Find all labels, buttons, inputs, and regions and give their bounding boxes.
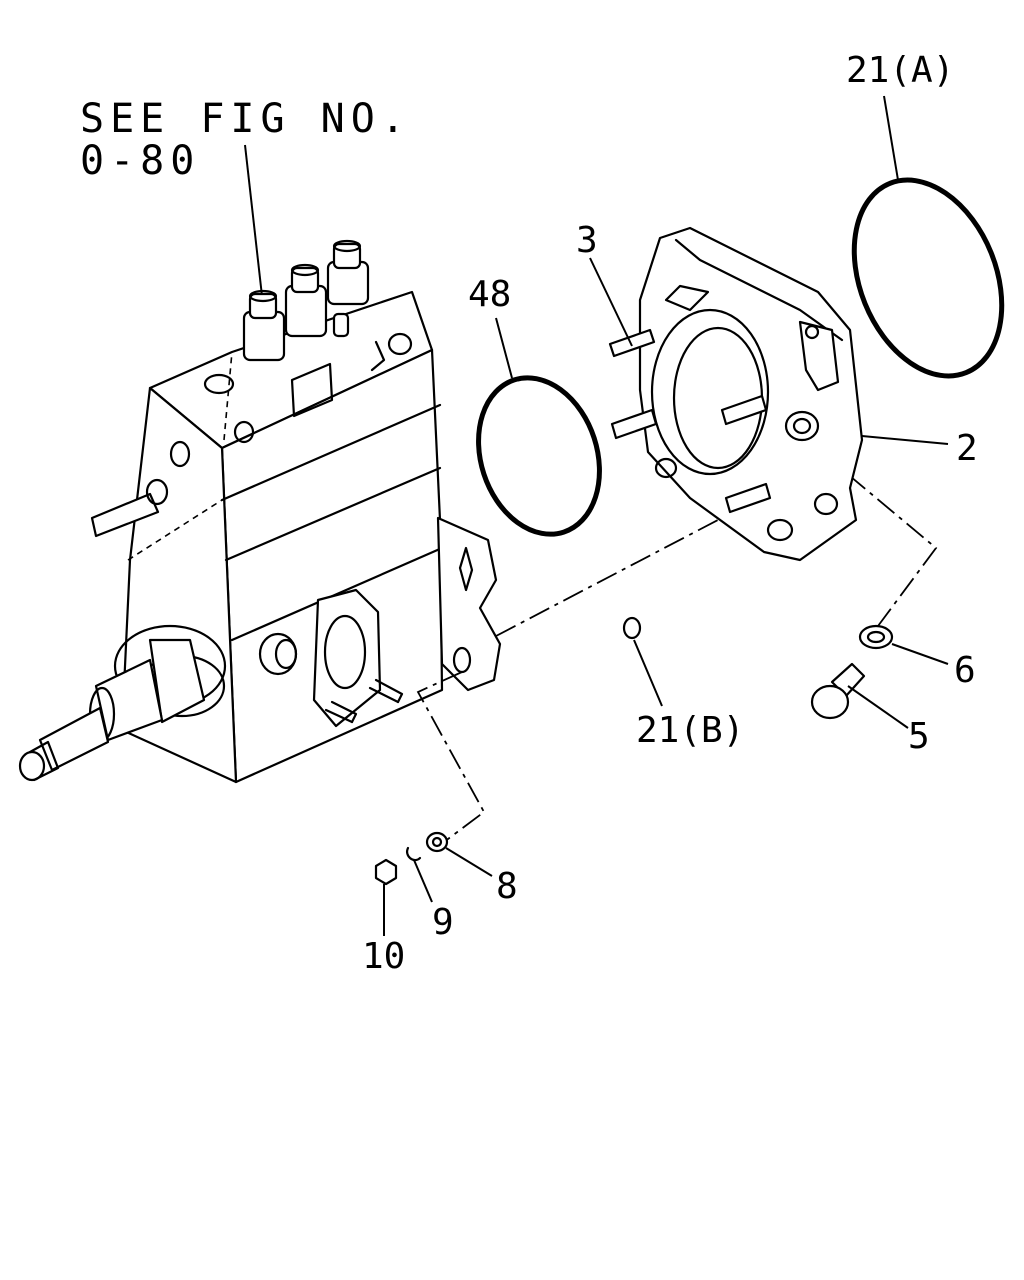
flange-housing-2 — [608, 226, 864, 562]
o-ring-48 — [476, 375, 602, 537]
callout-48: 48 — [468, 274, 511, 315]
callout-5: 5 — [908, 716, 930, 757]
bolt-5 — [810, 662, 866, 720]
leader-8 — [445, 847, 493, 877]
hidden-edge-body — [223, 351, 233, 441]
centerline-pump-to-flange — [495, 497, 761, 637]
reference-note-line1: SEE FIG NO. — [80, 96, 411, 142]
washer-6 — [858, 624, 894, 650]
o-ring-21b — [622, 616, 642, 640]
callout-6: 6 — [954, 650, 976, 691]
leader-2 — [861, 435, 949, 445]
centerline-bolt-path — [789, 425, 938, 627]
centerline-nut-path — [416, 671, 486, 843]
leader-21a — [883, 95, 899, 181]
o-ring-21a — [851, 177, 1005, 379]
leader-6 — [891, 643, 949, 665]
delivery-valve-holders — [242, 239, 370, 362]
leader-48 — [495, 317, 513, 379]
callout-9: 9 — [432, 902, 454, 943]
callout-21a: 21(A) — [846, 50, 954, 91]
spring-washer-9 — [406, 846, 422, 862]
washer-8 — [425, 831, 449, 853]
leader-21b — [633, 639, 663, 707]
reference-note-leader — [244, 144, 263, 297]
callout-8: 8 — [496, 866, 518, 907]
callout-21b: 21(B) — [636, 710, 744, 751]
leader-5 — [847, 685, 909, 729]
reference-note-line2: 0-80 — [80, 138, 200, 184]
injection-pump-body — [18, 239, 502, 784]
leader-3 — [589, 257, 633, 347]
callout-2: 2 — [956, 428, 978, 469]
drive-shaft — [18, 624, 227, 782]
callout-10: 10 — [362, 936, 405, 977]
leader-9 — [413, 859, 433, 903]
callout-3: 3 — [576, 220, 598, 261]
nut-10 — [374, 858, 398, 886]
